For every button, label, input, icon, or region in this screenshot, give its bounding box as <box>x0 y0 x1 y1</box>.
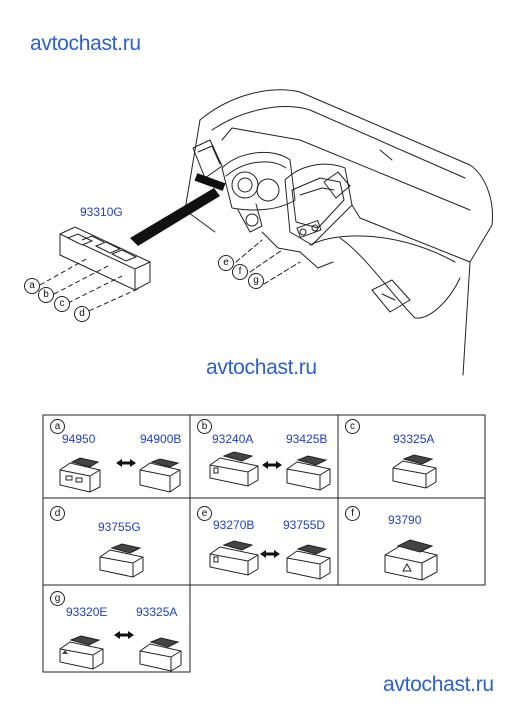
cell-g-letter: g <box>50 591 65 606</box>
cell-e-letter: e <box>197 506 212 521</box>
watermark-bottom: avtochast.ru <box>383 673 494 696</box>
cell-c-part-1: 93325A <box>393 432 435 446</box>
cell-f-letter: f <box>345 506 360 521</box>
callout-b: b <box>38 287 54 303</box>
cell-c-letter: c <box>345 419 360 434</box>
cell-f-part-1: 93790 <box>388 513 422 527</box>
cell-g-part-1: 93320E <box>66 605 108 619</box>
cell-b-letter: b <box>197 419 212 434</box>
cell-e-part-2: 93755D <box>283 518 326 532</box>
cell-a-part-2: 94900B <box>140 432 182 446</box>
callout-g: g <box>248 273 264 289</box>
callout-c: c <box>54 296 70 312</box>
cell-d-part-1: 93755G <box>98 520 141 534</box>
watermark-middle: avtochast.ru <box>206 356 317 379</box>
cell-e-part-1: 93270B <box>213 518 255 532</box>
callout-d: d <box>74 306 90 322</box>
watermark-top: avtochast.ru <box>30 32 141 55</box>
cell-b-part-1: 93240A <box>212 432 254 446</box>
cell-b-part-2: 93425B <box>286 432 328 446</box>
cell-a-letter: a <box>50 419 65 434</box>
callout-a: a <box>24 278 40 294</box>
cell-g-part-2: 93325A <box>136 605 178 619</box>
callout-e: e <box>218 255 234 271</box>
callout-f: f <box>232 264 248 280</box>
cell-a-part-1: 94950 <box>62 432 96 446</box>
interchange-arrows <box>114 459 282 639</box>
main-assembly-part-number: 93310G <box>80 205 123 219</box>
cell-d-letter: d <box>50 506 65 521</box>
